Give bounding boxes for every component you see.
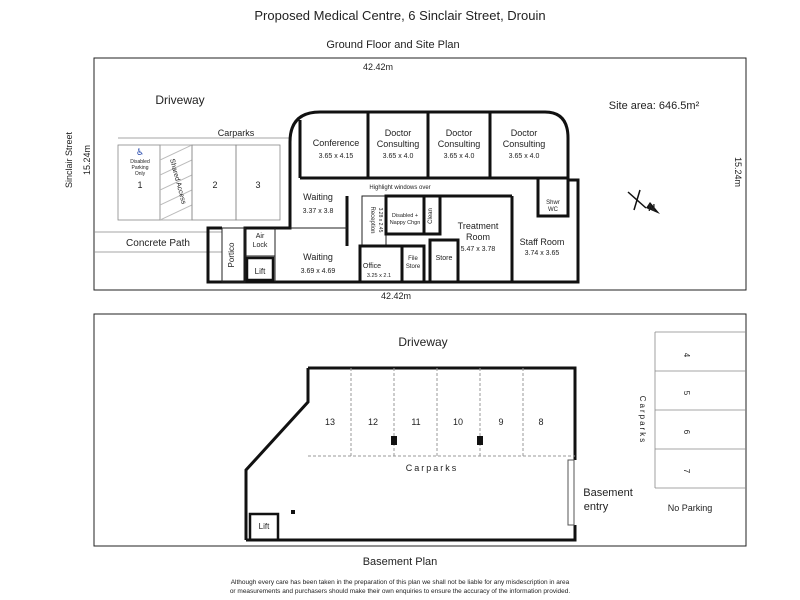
- file-store-line2: Store: [406, 264, 421, 270]
- conference-name: Conference: [313, 138, 360, 148]
- bay-2-label: 2: [212, 180, 217, 190]
- basement-bay-10: 10: [453, 417, 463, 427]
- office-dim: 3.25 x 2.1: [367, 273, 391, 279]
- staff-room-dim: 3.74 x 3.65: [525, 250, 560, 257]
- basement-carparks-label: Carparks: [406, 463, 459, 473]
- disclaimer-line1: Although every care has been taken in th…: [231, 579, 570, 586]
- disabled-wc-line2: Nappy Chgn: [390, 220, 421, 226]
- shower-wc-line1: Shwr: [546, 200, 560, 206]
- ground-floor-subtitle: Ground Floor and Site Plan: [326, 39, 459, 51]
- basement-plan: Driveway Lift 13 12 11 10 9 8 Carparks B…: [93, 313, 747, 547]
- doctor-2-line2: Consulting: [438, 139, 481, 149]
- basement-bay-13: 13: [325, 417, 335, 427]
- disabled-wc-line1: Disabled +: [392, 213, 418, 219]
- doctor-2-line1: Doctor: [446, 128, 473, 138]
- site-boundary: [93, 57, 747, 291]
- shared-access-hatch: [160, 145, 192, 220]
- file-store: [400, 244, 426, 284]
- bay-1-label: 1: [137, 180, 142, 190]
- no-parking-label: No Parking: [668, 503, 713, 513]
- dimension-bottom: 42.42m: [381, 291, 411, 301]
- basement-boundary: [93, 313, 747, 547]
- concrete-path-label: Concrete Path: [126, 238, 190, 249]
- plan-title: Proposed Medical Centre, 6 Sinclair Stre…: [254, 8, 545, 23]
- treatment-line2: Room: [466, 232, 490, 242]
- basement-bay-12: 12: [368, 417, 378, 427]
- doctor-1-line1: Doctor: [385, 128, 412, 138]
- ground-driveway-label: Driveway: [155, 93, 204, 107]
- treatment-dim: 5.47 x 3.78: [461, 246, 496, 253]
- side-bay-5: 5: [682, 391, 691, 396]
- store-label: Store: [436, 255, 453, 262]
- side-bay-7: 7: [682, 469, 691, 474]
- basement-entry-line1: Basement: [583, 487, 633, 499]
- parking-bay-3: [235, 144, 281, 221]
- basement-entry-line2: entry: [584, 501, 609, 513]
- doctor-3-line1: Doctor: [511, 128, 538, 138]
- staff-room-name: Staff Room: [520, 237, 565, 247]
- basement-bay-8: 8: [538, 417, 543, 427]
- side-bay-6: 6: [682, 430, 691, 435]
- waiting-2-dim: 3.69 x 4.69: [301, 268, 336, 275]
- waiting-2-name: Waiting: [303, 252, 333, 262]
- dimension-right: 15.24m: [733, 157, 743, 187]
- doctor-3-dim: 3.65 x 4.0: [509, 153, 540, 160]
- basement-bay-9: 9: [498, 417, 503, 427]
- reception-label: Reception: [369, 206, 375, 233]
- portico: [221, 227, 246, 283]
- waiting-1-name: Waiting: [303, 192, 333, 202]
- treatment-line1: Treatment: [458, 221, 499, 231]
- shared-access-label: Shared Access: [168, 158, 187, 205]
- highlight-windows-note: Highlight windows over: [369, 185, 430, 191]
- ground-lift: [245, 256, 275, 282]
- doctor-1-line2: Consulting: [377, 139, 420, 149]
- ground-floor-building: Portico Air Lock Lift Conference 3.65 x …: [206, 110, 580, 284]
- bay-3-label: 3: [255, 180, 260, 190]
- north-arrow-icon: N: [627, 189, 660, 214]
- side-carparks-label: Carparks: [638, 396, 647, 444]
- doctor-2-dim: 3.65 x 4.0: [444, 153, 475, 160]
- basement-plan-title: Basement Plan: [363, 556, 438, 568]
- dimension-top: 42.42m: [363, 62, 393, 72]
- ramp: [567, 459, 575, 526]
- basement-bay-11: 11: [411, 417, 420, 427]
- doctor-3-line2: Consulting: [503, 139, 546, 149]
- basement-driveway-label: Driveway: [398, 335, 447, 349]
- basement-lift: [248, 512, 280, 542]
- file-store-line1: File: [408, 256, 418, 262]
- waiting-1-dim: 3.37 x 3.8: [303, 208, 334, 215]
- dimension-left: 15.24m: [82, 145, 92, 175]
- ground-lift-label: Lift: [255, 267, 266, 276]
- shower-wc: [536, 176, 570, 218]
- svg-text:N: N: [648, 203, 655, 214]
- clean-room: [422, 194, 442, 236]
- reception-dim: 3.28 x 2.45: [377, 208, 383, 233]
- carparks-label: Carparks: [218, 128, 255, 138]
- air-lock-line1: Air: [256, 233, 265, 240]
- shower-wc-line2: WC: [548, 207, 559, 213]
- clean-label: Clean: [428, 208, 434, 224]
- disabled-parking-line3: Only: [135, 171, 146, 177]
- office-name: Office: [363, 263, 381, 270]
- air-lock-line2: Lock: [253, 242, 268, 249]
- side-bay-4: 4: [682, 353, 691, 358]
- doctor-1-dim: 3.65 x 4.0: [383, 153, 414, 160]
- wheelchair-icon: ♿: [136, 147, 144, 157]
- basement-lift-label: Lift: [259, 522, 270, 531]
- street-name: Sinclair Street: [64, 131, 74, 188]
- conference-dim: 3.65 x 4.15: [319, 153, 354, 160]
- site-area: Site area: 646.5m²: [609, 100, 700, 112]
- disabled-parking-line2: Parking: [132, 165, 149, 171]
- portico-label: Portico: [227, 242, 236, 267]
- disabled-parking-line1: Disabled: [130, 159, 150, 165]
- disclaimer-line2: or measurements and purchasers should ma…: [230, 588, 571, 595]
